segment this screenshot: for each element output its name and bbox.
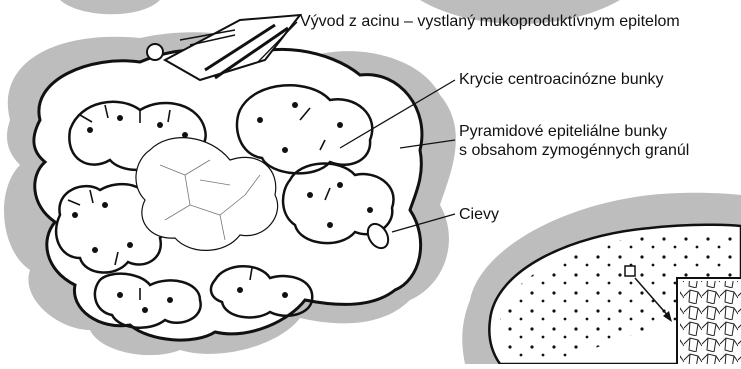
label-pyramidal-line2: s obsahom zymogénnych granúl <box>459 141 689 160</box>
label-pyramidal-cells: Pyramidové epiteliálne bunky s obsahom z… <box>459 122 689 160</box>
shadow-top-left <box>60 0 160 14</box>
label-centroacinar-cells: Krycie centroacinózne bunky <box>459 70 664 89</box>
label-duct: Vývod z acinu – vystlaný mukoproduktívny… <box>300 12 680 31</box>
magnified-inset <box>677 278 741 364</box>
label-pyramidal-line1: Pyramidové epiteliálne bunky <box>459 122 689 141</box>
label-vessels: Cievy <box>459 205 499 224</box>
